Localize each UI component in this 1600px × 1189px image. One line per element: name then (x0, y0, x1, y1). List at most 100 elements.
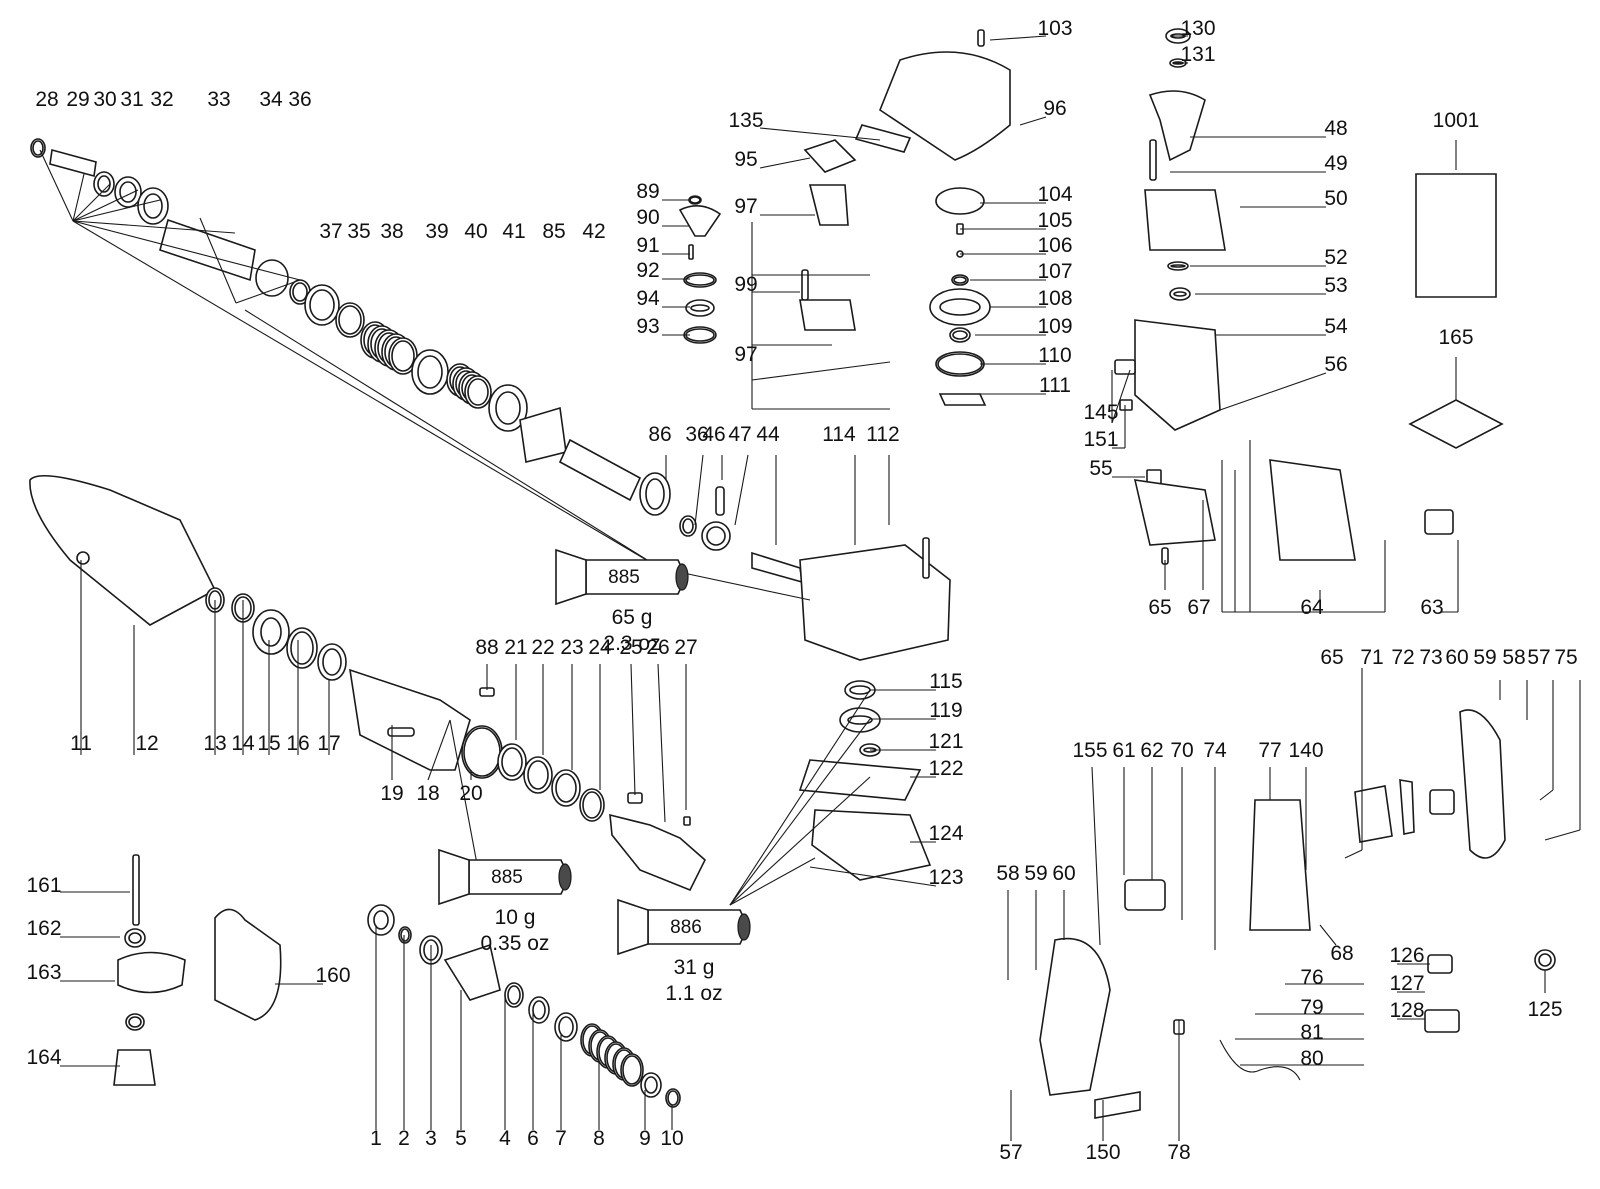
part-label-131: 131 (1180, 43, 1215, 66)
part-label-40: 40 (464, 220, 487, 243)
leader-line (1219, 372, 1327, 411)
part-label-75: 75 (1554, 646, 1577, 669)
part-label-48: 48 (1324, 117, 1347, 140)
part-label-12: 12 (135, 732, 158, 755)
part-86-nut (639, 472, 671, 516)
part-label-140: 140 (1288, 739, 1323, 762)
part-label-123: 123 (928, 866, 963, 889)
part-label-122: 122 (928, 757, 963, 780)
part-label-163: 163 (26, 961, 61, 984)
part-label-70: 70 (1170, 739, 1193, 762)
leader-line (72, 173, 85, 222)
part-18-cylinder (349, 668, 471, 771)
part-165-doc (1408, 399, 1504, 449)
part-label-27: 27 (674, 636, 697, 659)
part-label-4: 4 (499, 1127, 511, 1150)
part-label-15: 15 (257, 732, 280, 755)
part-label-114: 114 (822, 423, 856, 446)
part-30-ring (93, 171, 115, 197)
leader-line (39, 149, 74, 222)
part-label-124: 124 (928, 822, 963, 845)
part-112-screw (922, 537, 930, 579)
part-41-clutch (488, 384, 528, 432)
part-label-59: 59 (1024, 862, 1047, 885)
part-label-2: 2 (398, 1127, 410, 1150)
part-label-94: 94 (636, 287, 660, 310)
part-53-bearing (1169, 287, 1191, 301)
part-163-clamp (117, 951, 186, 994)
part-label-81: 81 (1300, 1021, 1323, 1044)
part-label-34: 34 (259, 88, 283, 111)
part-52-washer (1167, 261, 1189, 271)
part-label-7: 7 (555, 1127, 567, 1150)
part-label-162: 162 (26, 917, 61, 940)
leader-line (759, 127, 881, 141)
part-36-ring-b (679, 515, 697, 537)
part-67-cover (1133, 479, 1216, 546)
part-drawings (29, 28, 1556, 1119)
part-91-pin (688, 244, 694, 260)
part-135-gasket (854, 124, 912, 153)
part-29-shaft (49, 148, 97, 178)
part-label-74: 74 (1203, 739, 1227, 762)
leader-line (199, 217, 237, 304)
part-label-91: 91 (636, 234, 659, 257)
part-31-bearing (114, 176, 142, 208)
part-label-60: 60 (1052, 862, 1075, 885)
part-label-110: 110 (1038, 344, 1071, 367)
part-label-97: 97 (734, 195, 757, 218)
part-label-24: 24 (588, 636, 612, 659)
part-95-seal (803, 139, 857, 173)
grease-amount: 31 g (674, 956, 715, 979)
leader-line (72, 189, 139, 222)
part-label-88: 88 (475, 636, 498, 659)
part-77-housing (1249, 799, 1311, 931)
part-42-clip (558, 438, 642, 502)
part-label-135: 135 (728, 109, 763, 132)
part-46-pin (715, 486, 725, 516)
part-107-ring (951, 274, 969, 286)
part-label-77: 77 (1258, 739, 1281, 762)
part-label-64: 64 (1300, 596, 1324, 619)
part-label-60: 60 (1445, 646, 1468, 669)
part-151-label (1119, 399, 1133, 411)
leader-line (427, 719, 451, 781)
part-label-79: 79 (1300, 996, 1323, 1019)
part-17-seal (317, 643, 347, 681)
leader-line (989, 35, 1047, 41)
leader-line (734, 454, 749, 526)
part-7-ring (554, 1012, 578, 1042)
part-label-44: 44 (756, 423, 780, 446)
part-label-17: 17 (317, 732, 340, 755)
part-23-ring (551, 769, 581, 807)
part-22-ring (523, 756, 553, 794)
grease-amount: 10 g (495, 906, 536, 929)
part-label-8: 8 (593, 1127, 605, 1150)
part-6-ring (528, 996, 550, 1024)
part-label-21: 21 (504, 636, 527, 659)
part-label-10: 10 (660, 1127, 683, 1150)
part-label-128: 128 (1389, 999, 1424, 1022)
part-33-spindle (159, 218, 256, 282)
part-19-screw (387, 727, 415, 737)
part-label-73: 73 (1419, 646, 1442, 669)
part-label-72: 72 (1391, 646, 1414, 669)
part-label-28: 28 (35, 88, 58, 111)
part-label-145: 145 (1083, 401, 1118, 424)
part-94-bearing (685, 299, 715, 317)
leader-line (751, 361, 891, 381)
part-5-cap (443, 943, 501, 1001)
part-label-42: 42 (582, 220, 605, 243)
part-28-oring (30, 138, 46, 158)
part-label-50: 50 (1324, 187, 1347, 210)
leader-line (729, 776, 871, 906)
part-label-29: 29 (66, 88, 89, 111)
part-104-knob (935, 187, 985, 215)
part-label-1001: 1001 (1433, 109, 1480, 132)
part-label-49: 49 (1324, 152, 1347, 175)
part-label-99: 99 (734, 273, 757, 296)
part-73-switch (1429, 789, 1455, 815)
